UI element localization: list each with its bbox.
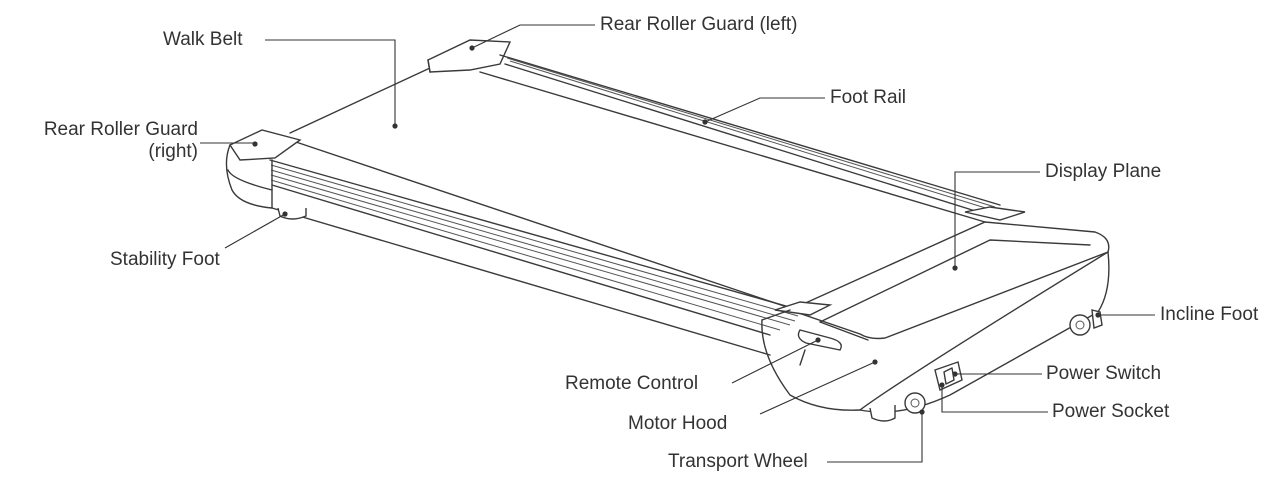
label-stability-foot: Stability Foot <box>110 249 220 270</box>
label-transport-wheel: Transport Wheel <box>668 451 808 472</box>
label-rear-roller-guard-right-line1: Rear Roller Guard <box>43 119 198 140</box>
label-foot-rail: Foot Rail <box>830 87 907 108</box>
label-rear-roller-guard-right: Rear Roller Guard (right) <box>8 119 198 163</box>
label-power-socket: Power Socket <box>1052 401 1170 422</box>
leader-lines <box>200 24 1155 463</box>
label-rear-roller-guard-right-line2: (right) <box>148 141 198 162</box>
label-incline-foot: Incline Foot <box>1160 304 1259 325</box>
treadmill-body <box>225 39 1110 422</box>
label-display-plane: Display Plane <box>1045 161 1162 182</box>
label-power-switch: Power Switch <box>1046 363 1162 384</box>
label-motor-hood: Motor Hood <box>628 413 728 434</box>
label-remote-control: Remote Control <box>565 373 699 394</box>
label-walk-belt: Walk Belt <box>163 29 243 50</box>
label-rear-roller-guard-left: Rear Roller Guard (left) <box>600 14 798 35</box>
